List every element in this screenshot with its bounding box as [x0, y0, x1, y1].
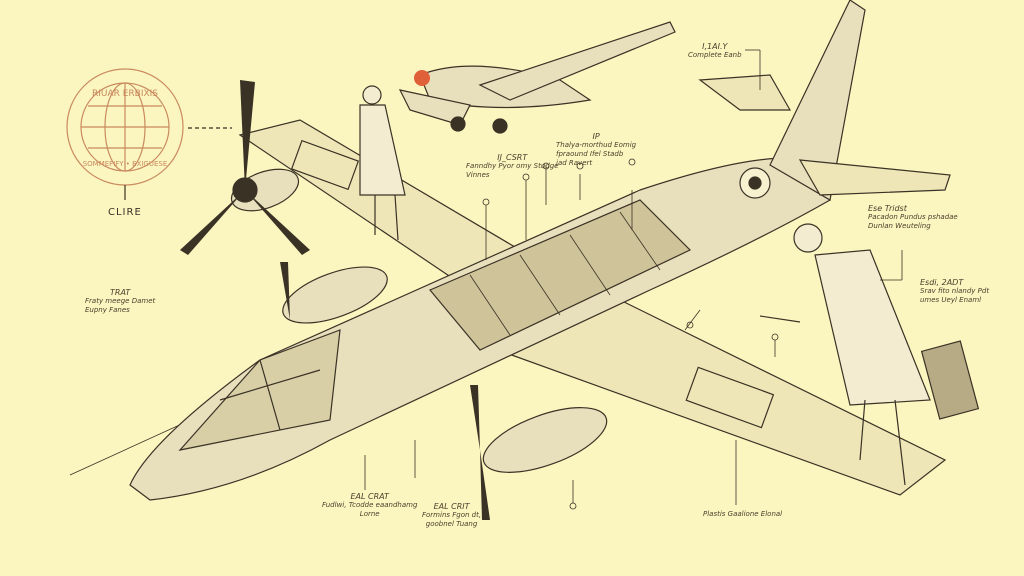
- seal-top-text: RIUAR ERBIXIS: [92, 89, 158, 99]
- seal-bottom-text: SOMMEFIFY • EXIGUESE: [83, 160, 168, 168]
- annotation-label: Plastis Gaalione Elonal: [703, 510, 783, 518]
- engineer-figure: [359, 85, 406, 241]
- small-plane: [398, 21, 676, 134]
- propeller: [180, 80, 490, 520]
- tail-fin: [769, 0, 866, 201]
- seal-caption: CLIRE: [108, 207, 142, 218]
- engineer-figure: [759, 223, 931, 486]
